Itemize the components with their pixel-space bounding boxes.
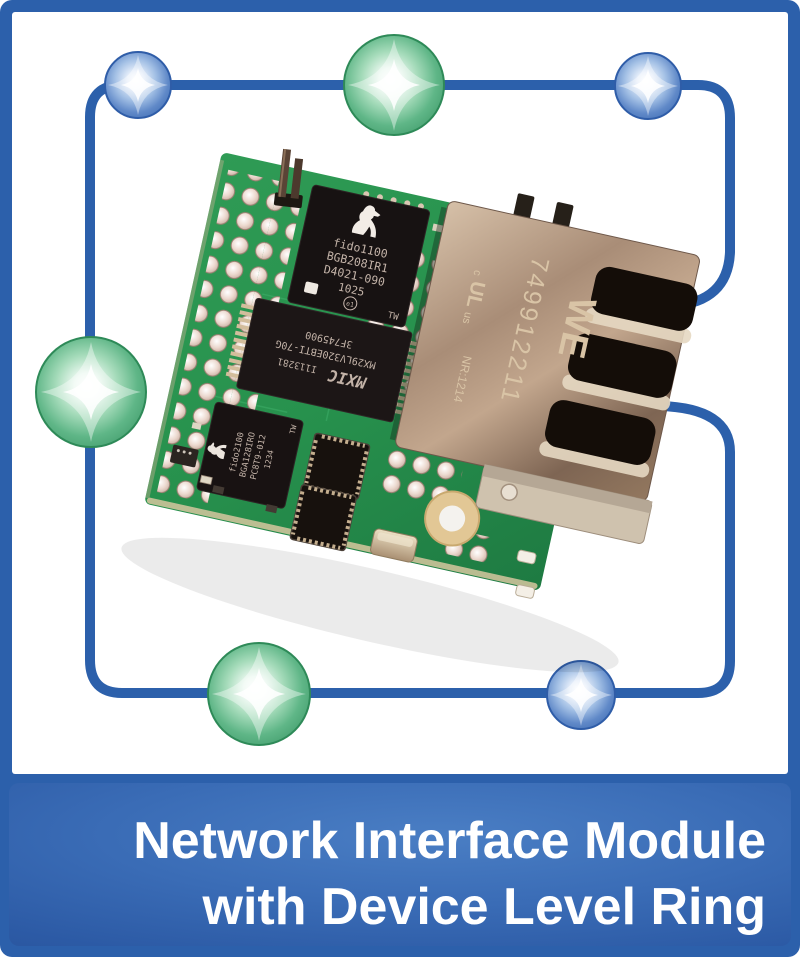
ethernet-connector: c UL us NR:1214 749912211 WE: [389, 193, 700, 544]
title-line-1: Network Interface Module: [133, 812, 766, 870]
rj45-port-slots: [539, 266, 698, 478]
qfn-chip-2: [289, 484, 357, 552]
flash-pins-left: [225, 302, 255, 381]
ring-node-bottom-center: [207, 642, 311, 746]
net-line-4: 1234: [263, 449, 276, 470]
ring-node-bottom-right: [546, 660, 616, 730]
connector-cert-mark: c UL us: [458, 268, 491, 327]
ring-path: [85, 80, 735, 698]
mounting-hole: [424, 490, 481, 547]
net-chip: fido2100 BGA128IRO PC8T9-012 1234 TW: [196, 401, 304, 509]
pcb-board-edge-left: [145, 159, 225, 499]
connector-tab-1: [512, 193, 535, 222]
e1-cert-ring: [343, 296, 358, 311]
title-line-2: with Device Level Ring: [202, 878, 767, 936]
title-banner: Network Interface Module with Device Lev…: [9, 783, 791, 946]
cpu-chip: fido1100 BGB208IR1 D4021-090 1025 e1 TW: [287, 184, 431, 328]
ring-node-top-right: [614, 52, 682, 120]
smd-parts: [170, 223, 446, 514]
innovasic-logo-mark: [304, 281, 319, 295]
cpu-line-4: 1025: [337, 281, 366, 299]
crystal-oscillator: [370, 528, 418, 563]
led-indicators: [515, 549, 537, 599]
pcb-shadow: [121, 537, 619, 673]
e1-cert-label: e1: [345, 300, 354, 310]
pcb-module: fido1100 BGB208IR1 D4021-090 1025 e1 TW …: [145, 148, 700, 599]
ring-node-top-center: [343, 34, 445, 136]
connector-flange: [475, 464, 653, 544]
pad-grid-left: [156, 169, 280, 504]
pin-header: [273, 148, 304, 209]
cpu-corner-mark: TW: [387, 311, 400, 323]
net-corner-mark: TW: [288, 424, 299, 435]
ring-node-top-left: [104, 51, 172, 119]
connector-tab-2: [551, 202, 574, 231]
ring-node-middle-left: [35, 336, 147, 448]
